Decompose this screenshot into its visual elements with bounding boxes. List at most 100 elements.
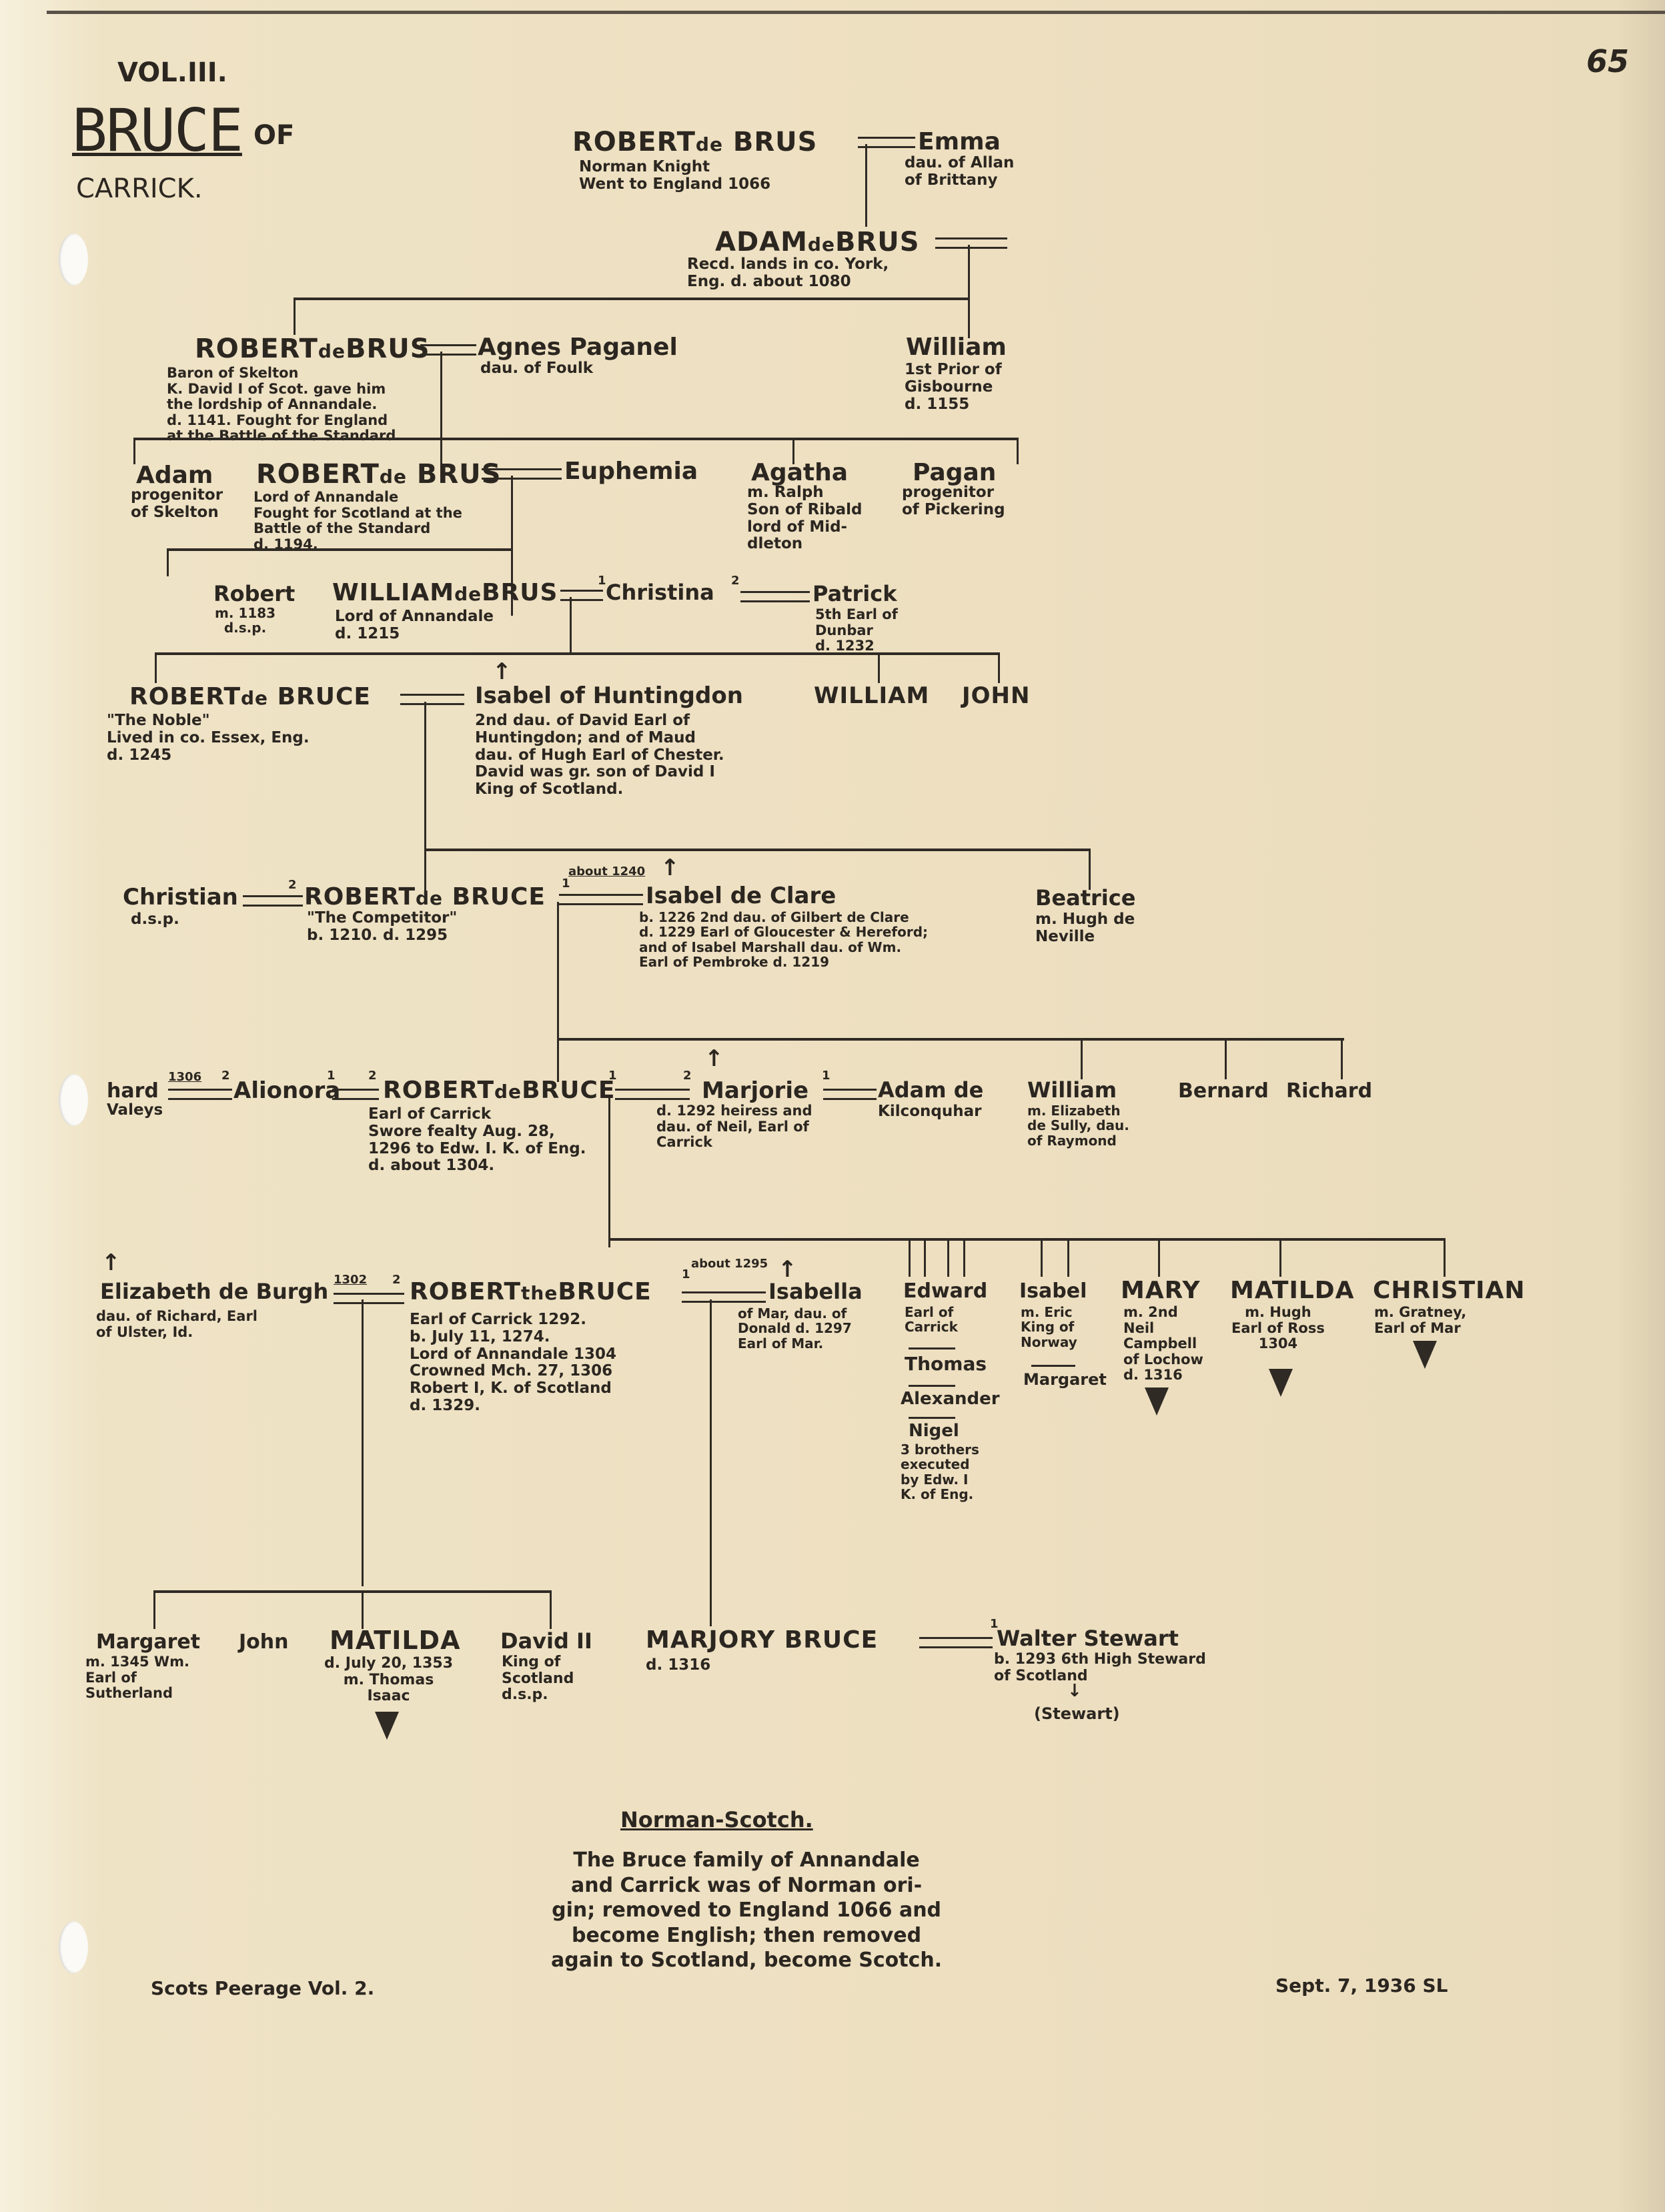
descent-line (133, 438, 135, 464)
arrow-down-icon (375, 1712, 399, 1740)
given-name: ROBERT (129, 683, 241, 710)
particle: de (241, 687, 269, 709)
sibling-line (167, 548, 512, 551)
arrow-up-icon: ↑ (492, 658, 512, 685)
descent-line (1158, 1238, 1160, 1277)
person-note: dau. of Richard, Earl of Ulster, Id. (96, 1308, 258, 1340)
descent-line (557, 902, 559, 1082)
person-note: Baron of Skelton K. David I of Scot. gav… (167, 365, 402, 444)
descent-line (878, 652, 880, 683)
marriage-line (482, 468, 562, 480)
descent-line (1081, 1038, 1083, 1079)
person-mary-bruce: MARY (1121, 1277, 1201, 1304)
descent-line (1017, 438, 1019, 464)
person-note: b. 1293 6th High Steward of Scotland (994, 1651, 1206, 1684)
marriage-number: 1 (682, 1267, 690, 1281)
person-note: progenitor of Skelton (131, 486, 223, 521)
person-note: "The Noble" Lived in co. Essex, Eng. d. … (107, 712, 310, 764)
marriage-line (400, 694, 464, 705)
sibling-line (133, 438, 1018, 440)
source-citation: Scots Peerage Vol. 2. (151, 1977, 375, 1999)
marriage-line (823, 1089, 877, 1100)
person-note: m. 1183 d.s.p. (215, 605, 276, 636)
marriage-number: 1 (608, 1069, 617, 1083)
person-agatha: Agatha (751, 459, 849, 486)
marriage-line (334, 1293, 404, 1304)
marriage-number: 2 (221, 1069, 230, 1083)
person-emma: Emma (918, 128, 1001, 155)
person-william-de-sully: William (1027, 1077, 1117, 1103)
arrow-up-icon: ↑ (660, 855, 680, 881)
page-title: BRUCE (72, 96, 243, 165)
arrow-up-icon: ↑ (704, 1045, 724, 1072)
person-alexander-bruce: Alexander (901, 1389, 1000, 1409)
descent-line (167, 548, 169, 576)
person-nigel-bruce: Nigel (909, 1421, 959, 1441)
person-alionora: Alionora (233, 1077, 341, 1104)
surname: BRUS (482, 579, 558, 606)
person-robert-earl-of-carrick: ROBERTdeBRUCE (383, 1078, 615, 1103)
given-name: ADAM (715, 227, 808, 257)
separator (909, 1385, 955, 1387)
volume-label: VOL.III. (117, 57, 227, 88)
descent-line (792, 438, 794, 464)
marriage-line (332, 1089, 379, 1100)
person-note: 1st Prior of Gisbourne d. 1155 (905, 361, 1002, 413)
person-isabel-queen-of-norway: Isabel (1019, 1279, 1087, 1303)
marriage-line (740, 591, 810, 602)
person-note: b. 1226 2nd dau. of Gilbert de Clare d. … (639, 909, 929, 971)
marriage-number: 1 (822, 1069, 830, 1083)
person-note: dau. of Foulk (480, 360, 594, 377)
person-robert-de-brus-annandale: ROBERTde BRUS (256, 460, 501, 488)
descent-line (362, 1299, 364, 1586)
person-christian-bruce: CHRISTIAN (1373, 1277, 1526, 1304)
person-john-bruce: John (239, 1630, 289, 1654)
surname: BRUCE (452, 883, 546, 911)
surname: BRUS (732, 127, 818, 157)
marriage-line (559, 894, 643, 905)
descent-line (1225, 1038, 1227, 1079)
person-william-prior: William (906, 334, 1007, 361)
particle: the (521, 1282, 558, 1304)
separator (1031, 1365, 1075, 1367)
descent-line (963, 1238, 965, 1277)
descent-line (424, 702, 426, 893)
person-adam-skelton: Adam (136, 462, 213, 489)
given-name: ROBERT (572, 127, 696, 157)
person-note: m. Hugh de Neville (1035, 911, 1135, 945)
person-richard: Richard (1286, 1079, 1373, 1103)
person-note: m. Gratney, Earl of Mar (1374, 1304, 1467, 1336)
person-john: JOHN (962, 682, 1031, 709)
person-note: dau. of Allan of Brittany (905, 154, 1015, 189)
arrow-down-small-icon: ↓ (1067, 1681, 1082, 1701)
person-note: 5th Earl of Dunbar d. 1232 (815, 606, 898, 654)
given-name: ROBERT (304, 883, 416, 911)
person-adam-de-brus: ADAMdeBRUS (715, 228, 920, 256)
person-note: Lord of Annandale d. 1215 (335, 608, 494, 642)
surname: BRUS (835, 227, 920, 257)
person-note: m. Ralph Son of Ribald lord of Mid- dlet… (747, 484, 863, 553)
person-edward-bruce: Edward (903, 1279, 988, 1303)
person-patrick-dunbar: Patrick (812, 581, 897, 606)
person-matilda-isaac: MATILDA (330, 1626, 461, 1655)
page-subtitle: CARRICK. (76, 173, 203, 204)
person-note: progenitor of Pickering (902, 484, 1005, 518)
person-walter-stewart: Walter Stewart (997, 1626, 1179, 1651)
marriage-number: 2 (288, 878, 297, 892)
descent-line (1067, 1238, 1069, 1277)
descent-line (1279, 1238, 1281, 1277)
person-beatrice: Beatrice (1035, 885, 1136, 911)
person-isabella-of-mar: Isabella (768, 1279, 863, 1304)
marriage-number: 2 (731, 574, 740, 588)
person-david-ii: David II (500, 1628, 592, 1654)
descent-line (550, 1590, 552, 1629)
particle: de (379, 466, 407, 488)
narrative-body: The Bruce family of Annandale and Carric… (551, 1848, 943, 1972)
surname: BRUS (345, 334, 430, 364)
person-robert-de-brus-norman: ROBERTde BRUS (572, 128, 817, 156)
person-isabel-of-huntingdon: Isabel of Huntingdon (475, 682, 743, 709)
page-title-of: OF (253, 120, 295, 151)
person-note: King of Scotland d.s.p. (502, 1654, 574, 1704)
sibling-line (155, 652, 999, 655)
person-agnes-paganel: Agnes Paganel (478, 334, 678, 361)
